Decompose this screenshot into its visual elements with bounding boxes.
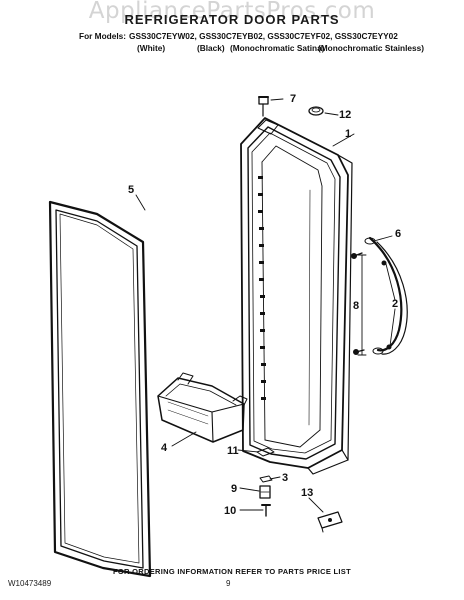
document-number: W10473489	[8, 579, 52, 588]
watermark-text: AppliancePartsPros.com	[88, 0, 376, 24]
callout-10: 10	[224, 505, 236, 517]
callout-6: 6	[395, 228, 401, 240]
models-list: GSS30C7EYW02, GSS30C7EYB02, GSS30C7EYF02…	[129, 31, 398, 41]
variant-satina: (Monochromatic Satina)	[230, 43, 325, 53]
callout-8: 8	[353, 300, 359, 312]
callout-11: 11	[227, 445, 239, 457]
callout-13: 13	[301, 487, 313, 499]
ordering-instruction: FOR ORDERING INFORMATION REFER TO PARTS …	[113, 567, 351, 576]
callout-4: 4	[161, 442, 168, 454]
leader-lines	[135, 98, 396, 513]
hinge-cap-drawing	[258, 96, 269, 117]
variant-black: (Black)	[197, 43, 225, 53]
door-handle-drawing	[351, 236, 408, 355]
callout-2: 2	[392, 298, 398, 310]
shelf-support-bosses	[258, 176, 266, 400]
callout-numbers: 1 2 3 4 5 6 7 8 9 10 11 12 13	[128, 93, 401, 517]
callout-7: 7	[290, 93, 296, 105]
page-title: REFRIGERATOR DOOR PARTS	[124, 12, 340, 27]
callout-3: 3	[282, 472, 288, 484]
callout-1: 1	[345, 128, 351, 140]
callout-12: 12	[339, 109, 351, 121]
door-gasket-drawing	[48, 200, 152, 578]
plug-drawing	[308, 106, 324, 116]
refrigerator-door-drawing	[240, 117, 353, 475]
models-line: For Models:GSS30C7EYW02, GSS30C7EYB02, G…	[79, 31, 398, 41]
door-bin-drawing	[157, 372, 248, 443]
callout-5: 5	[128, 184, 134, 196]
callout-9: 9	[231, 483, 237, 495]
models-label: For Models:	[79, 31, 127, 41]
page-number: 9	[226, 579, 231, 588]
bottom-hinge-parts-drawing	[256, 447, 343, 533]
variant-white: (White)	[137, 43, 166, 53]
variant-stainless: (Monochromatic Stainless)	[318, 43, 425, 53]
